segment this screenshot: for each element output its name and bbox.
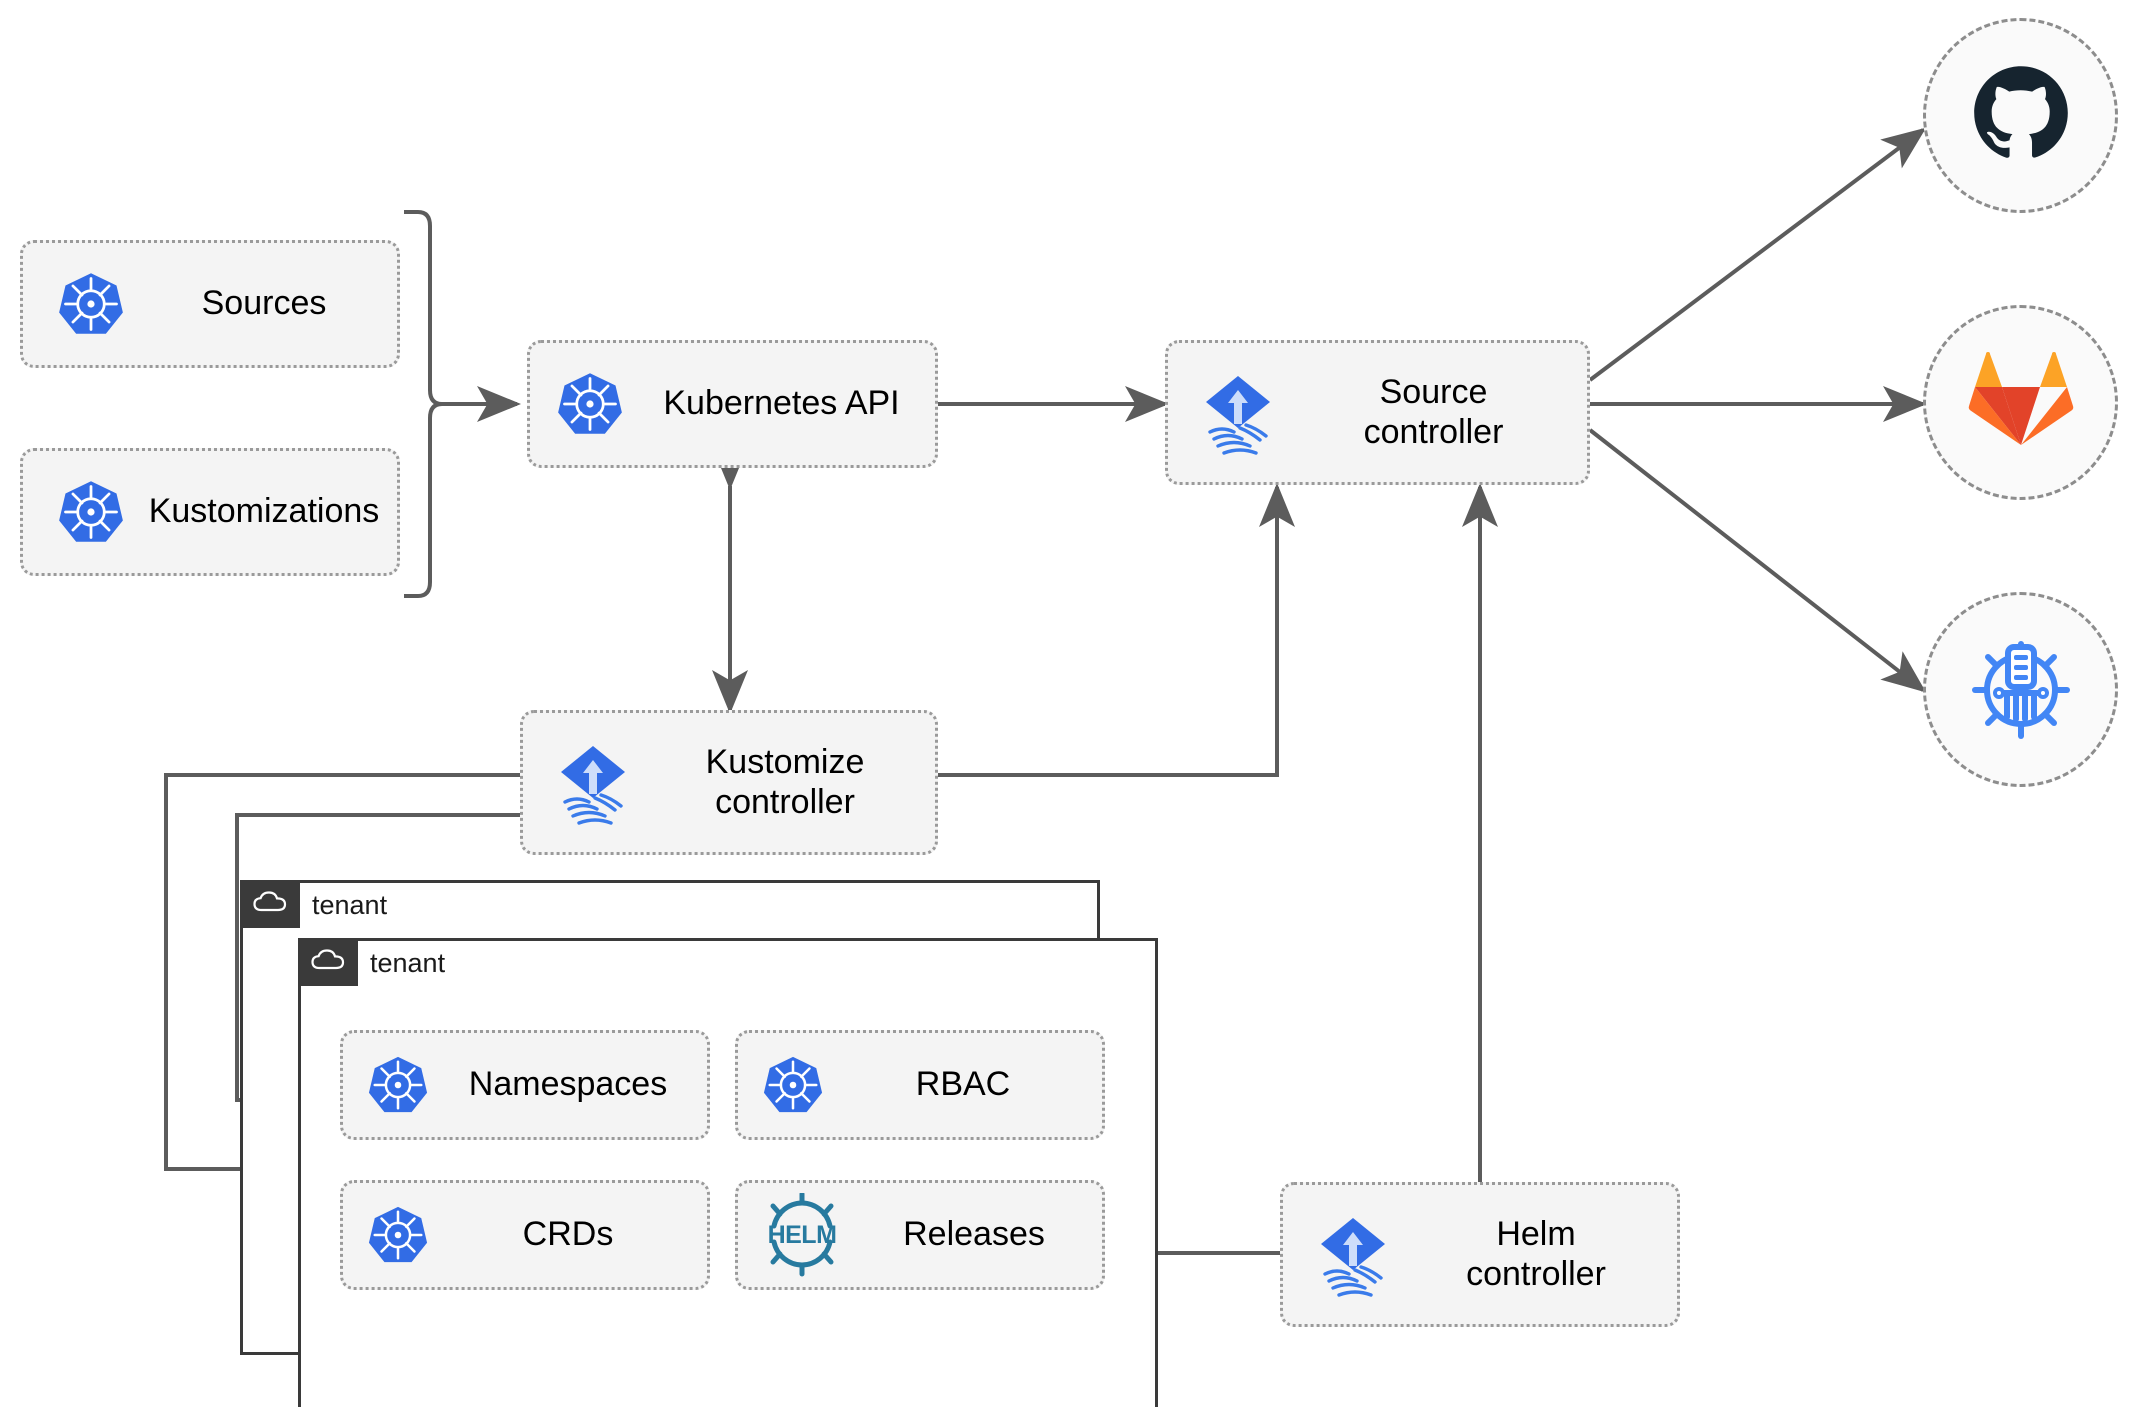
node-label: Kustomizations — [148, 492, 380, 531]
kubernetes-icon — [57, 270, 125, 338]
node-kustomize-controller[interactable]: Kustomize controller — [520, 710, 938, 855]
harbor-icon — [1967, 633, 2075, 746]
node-label: Source controller — [1363, 373, 1504, 451]
node-label: CRDs — [522, 1215, 614, 1254]
node-label: RBAC — [915, 1065, 1011, 1104]
node-label: Sources — [201, 284, 327, 323]
svg-text:HELM: HELM — [768, 1221, 837, 1249]
node-kubernetes-api[interactable]: Kubernetes API — [527, 340, 938, 468]
node-releases[interactable]: HELM Releases — [735, 1180, 1105, 1290]
node-label: Namespaces — [468, 1065, 668, 1104]
node-label: Kustomize controller — [705, 743, 865, 821]
node-namespaces[interactable]: Namespaces — [340, 1030, 710, 1140]
node-label: Releases — [903, 1215, 1045, 1254]
node-helm-controller[interactable]: Helm controller — [1280, 1182, 1680, 1327]
kubernetes-icon — [762, 1054, 824, 1116]
github-icon — [1969, 61, 2073, 170]
cloud-icon — [311, 948, 345, 977]
flux-icon — [1196, 370, 1280, 456]
tenant-tab-front — [298, 938, 358, 986]
node-label: Helm controller — [1466, 1215, 1606, 1293]
flux-icon — [1311, 1212, 1395, 1298]
tenant-tab-back — [240, 880, 300, 928]
kubernetes-icon — [367, 1204, 429, 1266]
node-source-controller[interactable]: Source controller — [1165, 340, 1590, 485]
tenant-container-front — [298, 938, 1158, 1407]
node-rbac[interactable]: RBAC — [735, 1030, 1105, 1140]
cloud-icon — [253, 890, 287, 919]
kubernetes-icon — [367, 1054, 429, 1116]
kubernetes-icon — [57, 478, 125, 546]
node-label: Kubernetes API — [663, 384, 900, 423]
node-crds[interactable]: CRDs — [340, 1180, 710, 1290]
tenant-label-back: tenant — [312, 890, 388, 920]
provider-gitlab[interactable] — [1923, 305, 2118, 500]
provider-harbor[interactable] — [1923, 592, 2118, 787]
provider-github[interactable] — [1923, 18, 2118, 213]
kubernetes-icon — [556, 370, 624, 438]
gitlab-icon — [1968, 350, 2074, 455]
node-kustomizations[interactable]: Kustomizations — [20, 448, 400, 576]
helm-icon: HELM — [756, 1193, 848, 1277]
tenant-label-front: tenant — [370, 948, 446, 978]
flux-icon — [551, 740, 635, 826]
node-sources[interactable]: Sources — [20, 240, 400, 368]
